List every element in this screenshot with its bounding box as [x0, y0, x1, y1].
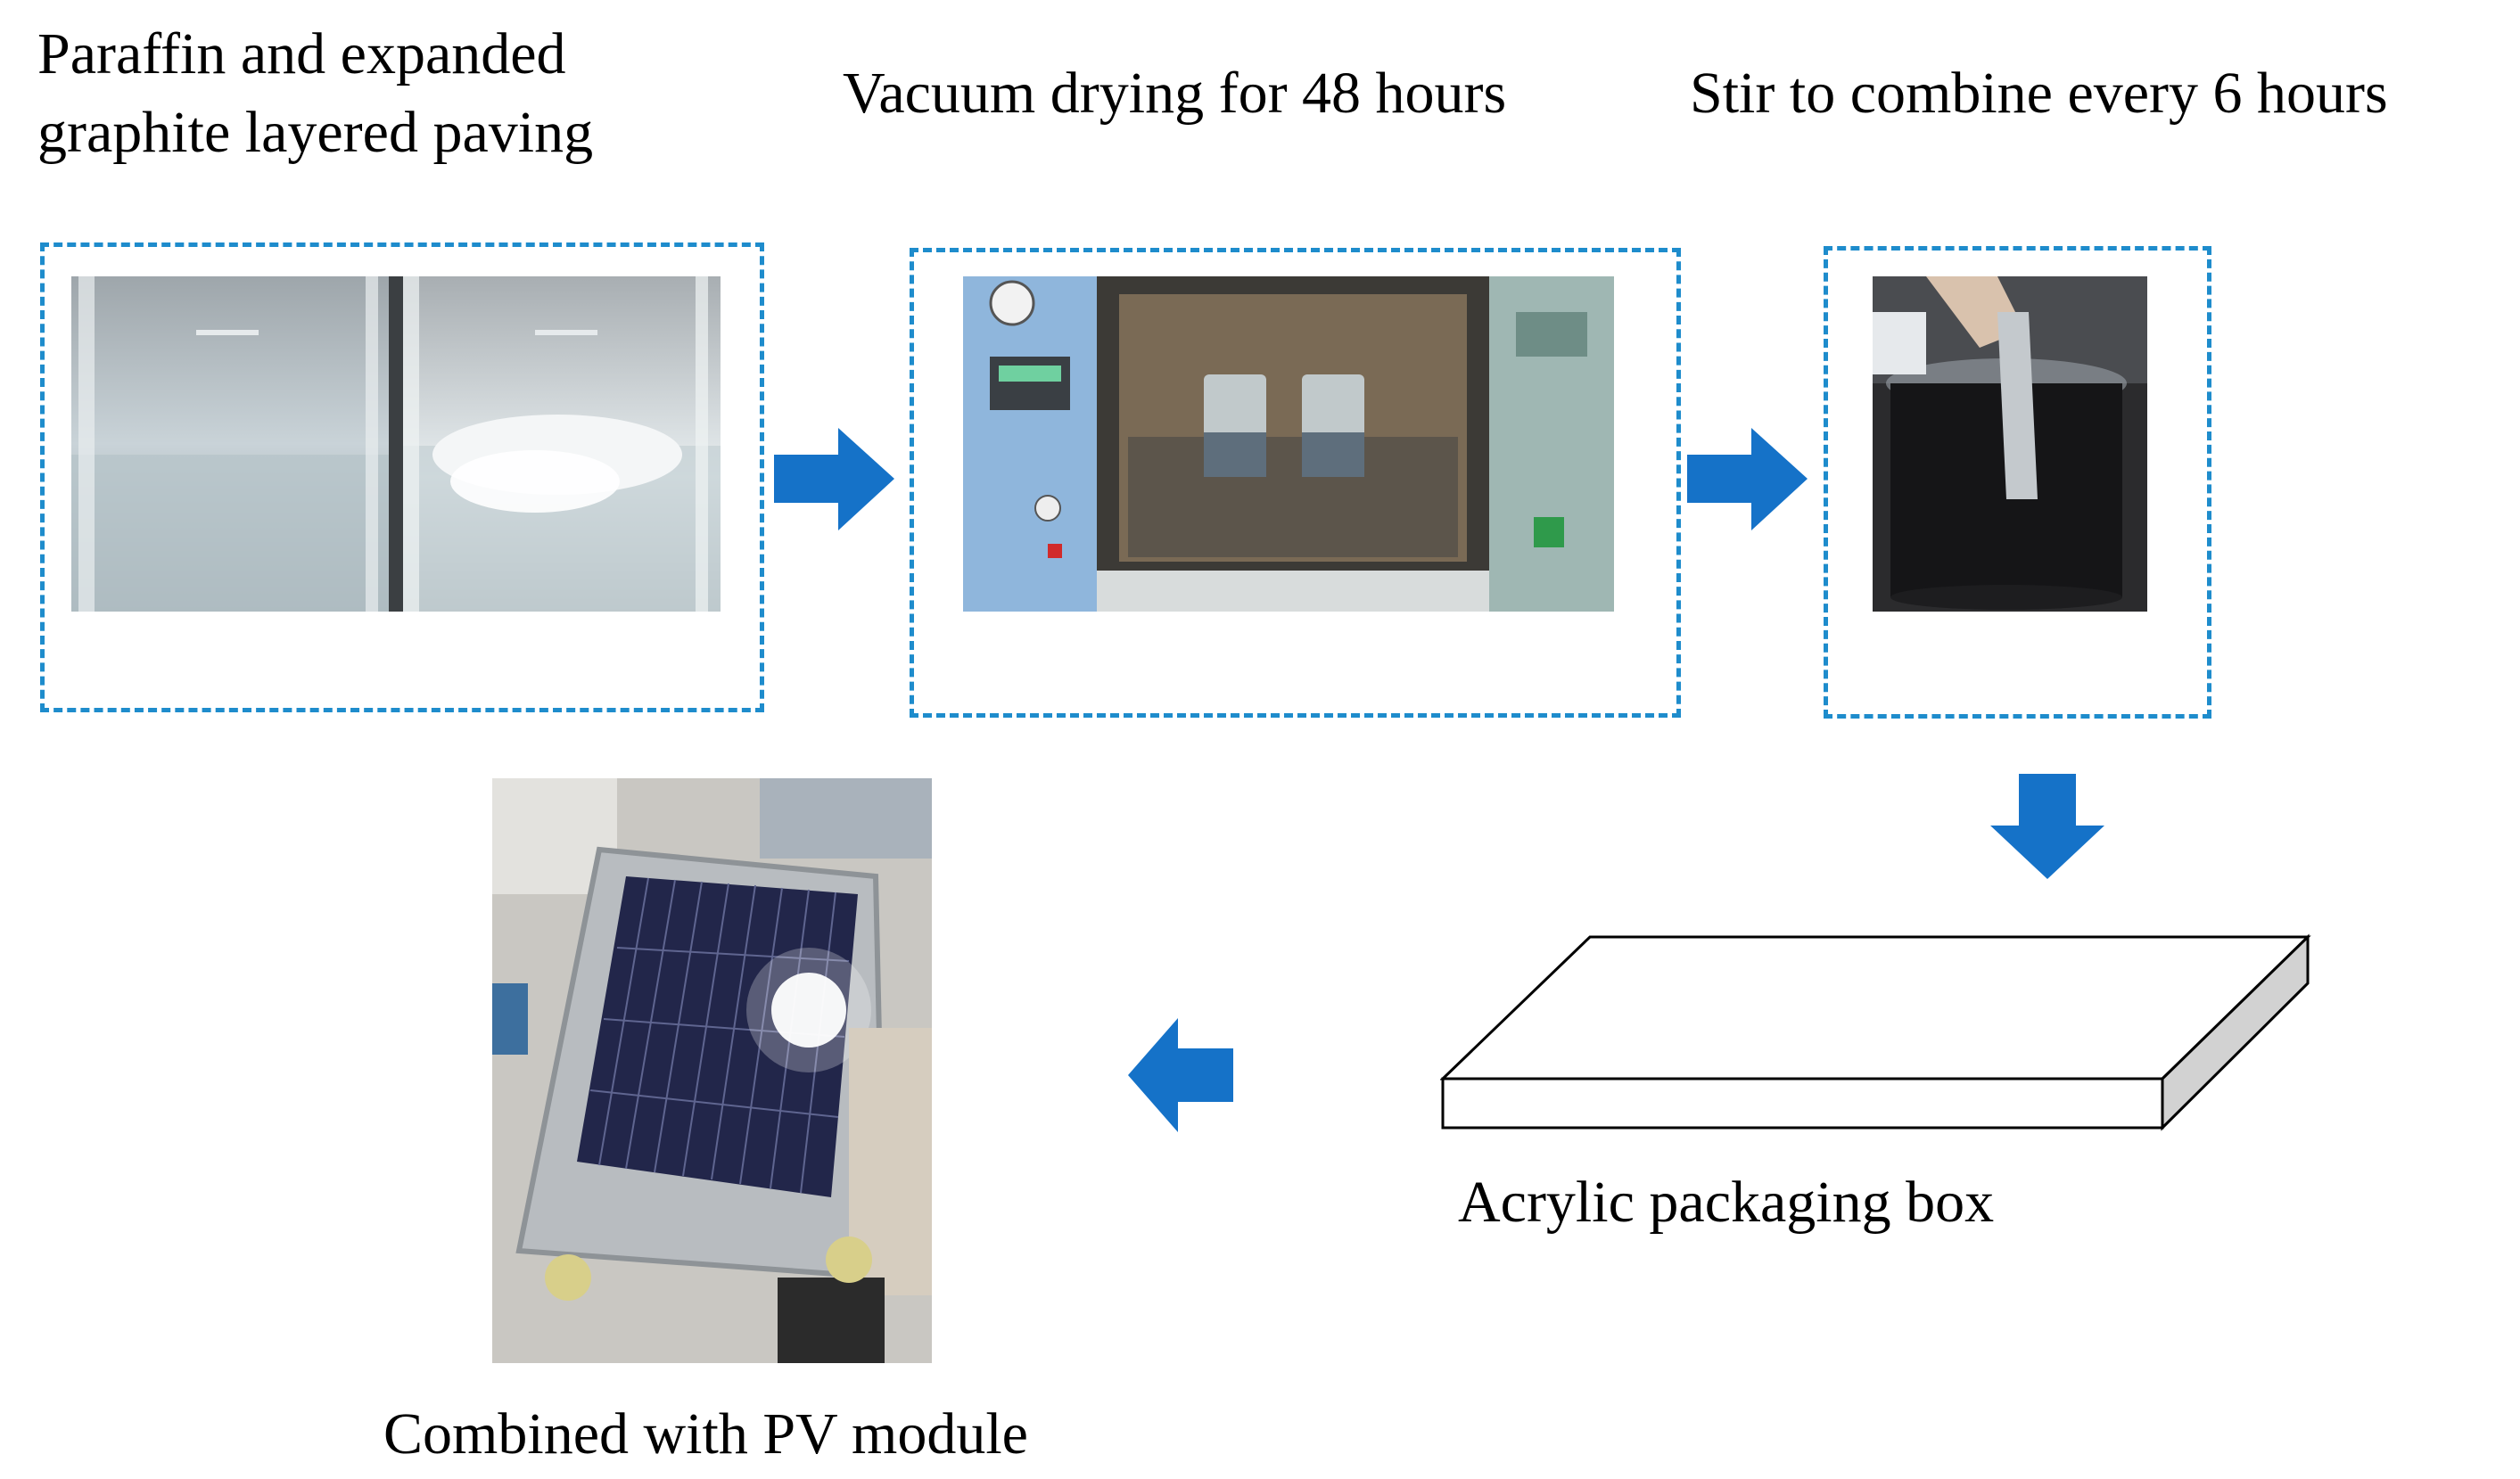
step1-label-line1: Paraffin and expanded: [37, 21, 566, 86]
right-arrow-icon: [1687, 428, 1808, 530]
step3-frame: [1824, 246, 2211, 719]
step5-label: Combined with PV module: [383, 1401, 1028, 1467]
vacuum-oven-photo: [963, 276, 1614, 612]
left-arrow-icon: [1128, 1018, 1233, 1132]
right-arrow-icon: [774, 428, 894, 530]
step1-frame: [40, 242, 764, 712]
step4-label: Acrylic packaging box: [1458, 1170, 1995, 1235]
down-arrow-icon: [1990, 774, 2104, 879]
stirring-photo: [1873, 276, 2147, 612]
step1-label-line2: graphite layered paving: [37, 100, 594, 165]
step3-label: Stir to combine every 6 hours: [1690, 61, 2388, 126]
pv-module-photo: [492, 778, 932, 1363]
beakers-photo: [71, 276, 721, 612]
acrylic-box-drawing: [1440, 932, 2314, 1141]
step2-label: Vacuum drying for 48 hours: [843, 61, 1507, 126]
step2-frame: [910, 248, 1681, 718]
